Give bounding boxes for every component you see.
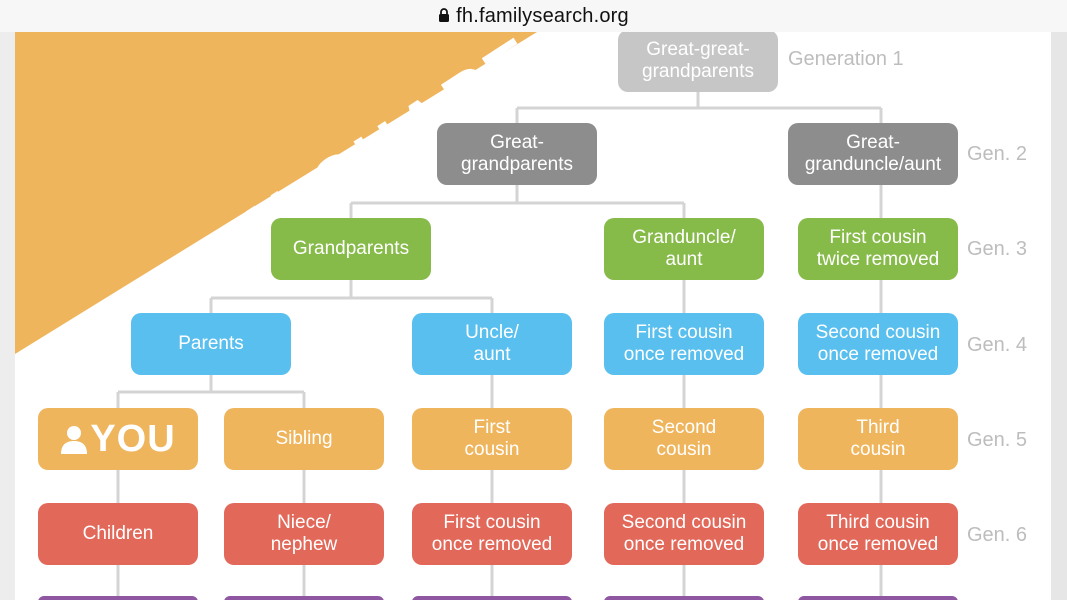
browser-url-bar[interactable]: fh.familysearch.org — [0, 0, 1067, 32]
cousin-chart-page: COUSIN CHART Great-great- grandparents — [15, 32, 1051, 600]
node-third-cousin-once-removed-gen6: Third cousin once removed — [798, 503, 958, 565]
cousin-chart-banner — [15, 32, 537, 354]
node-gen7-3 — [412, 596, 572, 600]
node-second-cousin: Second cousin — [604, 408, 764, 470]
node-grandparents: Grandparents — [271, 218, 431, 280]
node-parents: Parents — [131, 313, 291, 375]
node-first-cousin-twice-removed: First cousin twice removed — [798, 218, 958, 280]
node-third-cousin: Third cousin — [798, 408, 958, 470]
generation-label-2: Gen. 2 — [967, 143, 1028, 165]
generation-label-5: Gen. 5 — [967, 429, 1028, 451]
tree-connectors — [116, 92, 883, 600]
generation-label-3: Gen. 3 — [967, 238, 1028, 260]
generation-label-6: Gen. 6 — [967, 524, 1028, 546]
lock-icon — [438, 5, 450, 28]
page-scrollbar[interactable] — [1051, 32, 1067, 600]
node-sibling: Sibling — [224, 408, 384, 470]
node-first-cousin-once-removed-gen6: First cousin once removed — [412, 503, 572, 565]
node-great-great-grandparents: Great-great- grandparents — [618, 32, 778, 92]
node-gen7-1 — [38, 596, 198, 600]
node-gen7-5 — [798, 596, 958, 600]
node-great-granduncle-aunt: Great- granduncle/aunt — [788, 123, 958, 185]
generation-label-1: Generation 1 — [788, 48, 904, 70]
url-text: fh.familysearch.org — [456, 4, 629, 27]
node-second-cousin-once-removed-gen6: Second cousin once removed — [604, 503, 764, 565]
node-first-cousin: First cousin — [412, 408, 572, 470]
generation-label-4: Gen. 4 — [967, 334, 1028, 356]
node-you: YOU — [38, 408, 198, 470]
node-first-cousin-once-removed-gen4: First cousin once removed — [604, 313, 764, 375]
node-great-grandparents: Great- grandparents — [437, 123, 597, 185]
node-children: Children — [38, 503, 198, 565]
node-niece-nephew: Niece/ nephew — [224, 503, 384, 565]
person-icon — [61, 426, 88, 454]
node-uncle-aunt: Uncle/ aunt — [412, 313, 572, 375]
node-gen7-2 — [224, 596, 384, 600]
node-gen7-4 — [604, 596, 764, 600]
node-granduncle-aunt: Granduncle/ aunt — [604, 218, 764, 280]
node-second-cousin-once-removed-gen4: Second cousin once removed — [798, 313, 958, 375]
